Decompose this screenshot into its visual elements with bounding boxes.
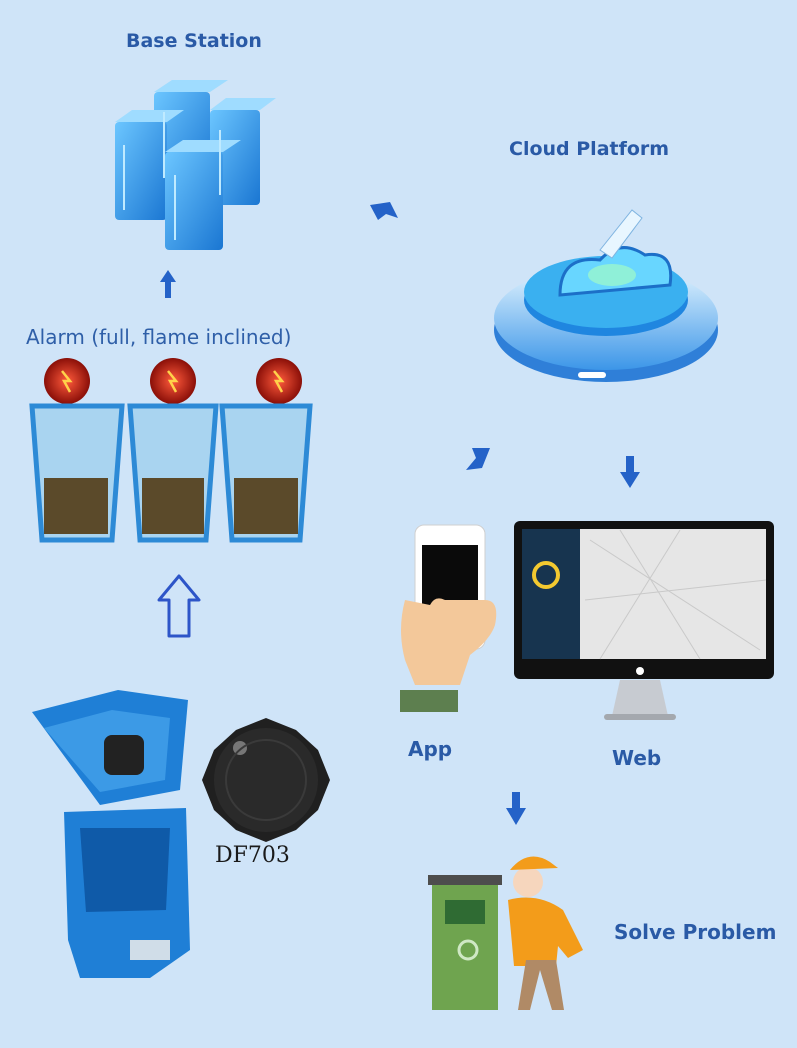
arrow-to-cloud (370, 202, 398, 220)
phone-app-icon (400, 524, 497, 712)
arrow-to-web (620, 456, 640, 488)
cloud-platform-label: Cloud Platform (509, 138, 670, 160)
bin-1 (29, 358, 125, 543)
arrow-to-solve (506, 792, 526, 825)
device-label: DF703 (215, 843, 290, 868)
monitor-web-icon (514, 521, 774, 720)
arrow-to-alarm (157, 574, 201, 638)
bin-2 (127, 358, 219, 543)
alarm-label: Alarm (full, flame inclined) (26, 325, 292, 349)
solve-problem-label: Solve Problem (614, 920, 777, 944)
cloud-platform-icon (494, 209, 718, 382)
worker-icon (428, 856, 583, 1010)
sensor-device-icon (202, 718, 330, 842)
base-station-label: Base Station (126, 30, 262, 52)
bin-3 (219, 358, 313, 543)
web-label: Web (612, 746, 662, 770)
arrow-to-base-station (160, 270, 176, 298)
blue-bin-icon (32, 690, 190, 978)
arrow-to-app (466, 448, 490, 470)
app-label: App (408, 737, 453, 761)
alarm-bins (29, 358, 313, 543)
server-cluster-icon (115, 80, 276, 250)
